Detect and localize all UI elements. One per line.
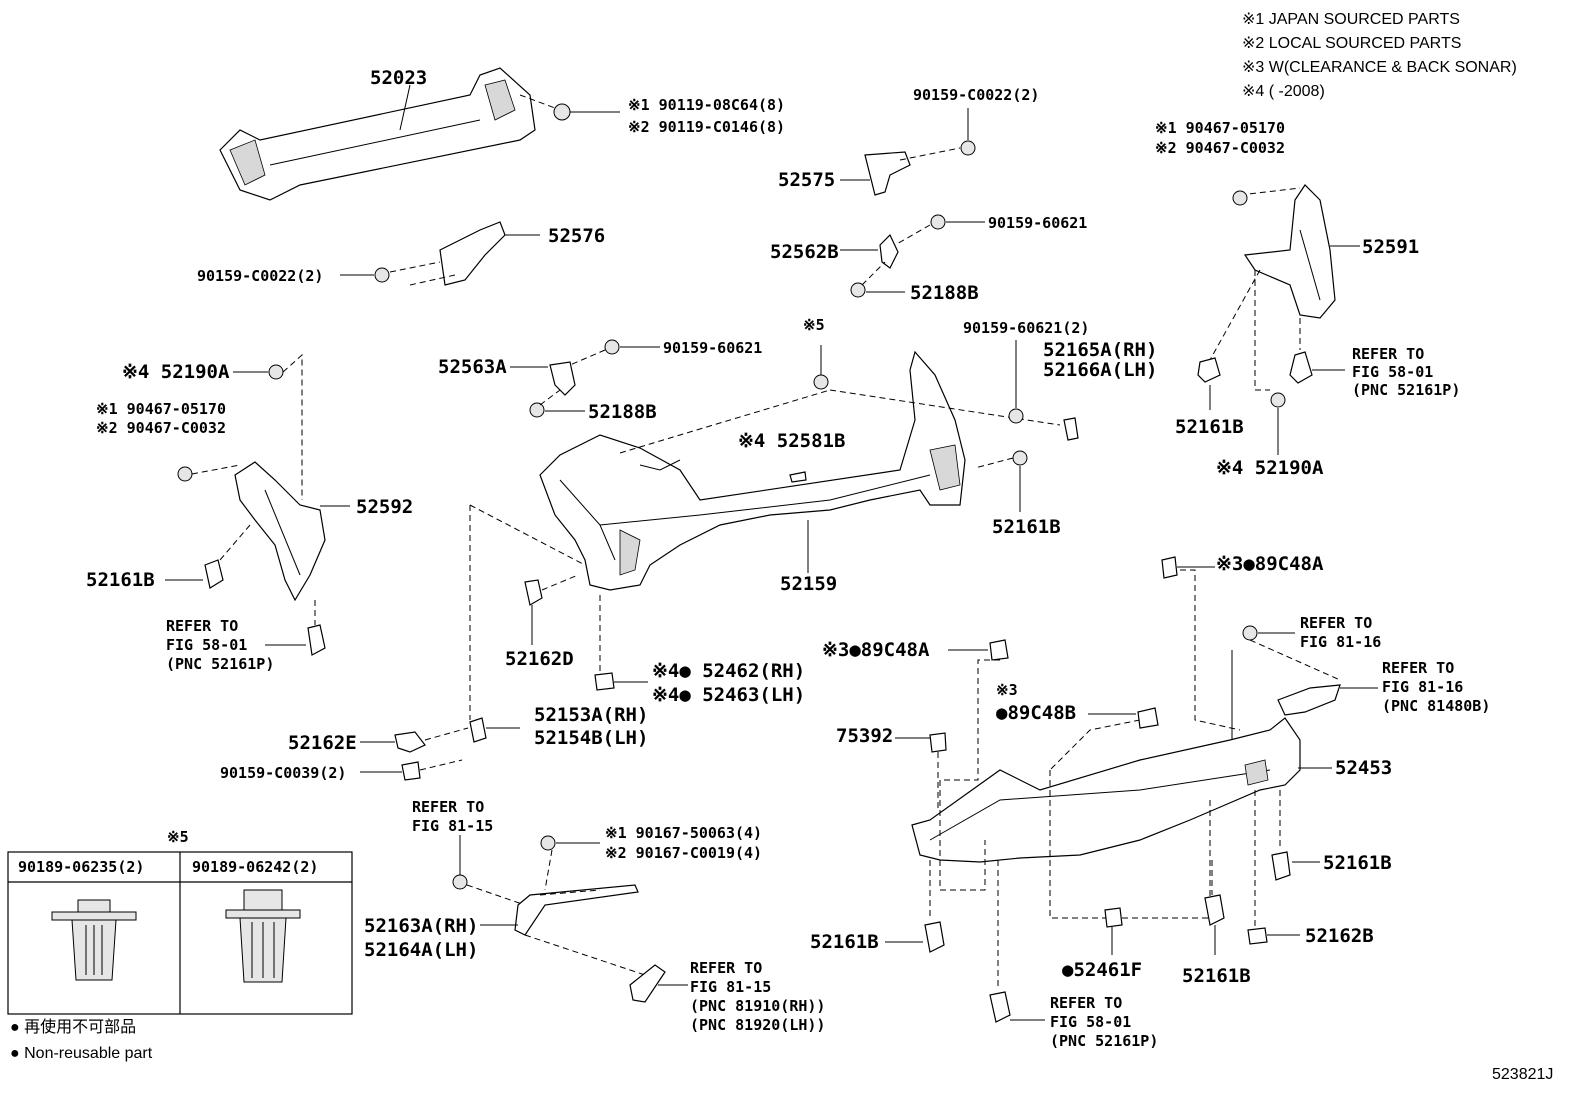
label-52591: 52591 bbox=[1362, 236, 1419, 258]
label-bolt-a-1: ※1 90119-08C64(8) bbox=[628, 96, 785, 114]
label-52153a: 52153A(RH) bbox=[534, 704, 648, 726]
footnote-jp: ● 再使用不可部品 bbox=[10, 1018, 136, 1036]
label-89c48a-right: ※3●89C48A bbox=[1216, 553, 1324, 575]
label-52461f: ●52461F bbox=[1062, 959, 1142, 981]
label-52161b-low-right: 52161B bbox=[1323, 852, 1392, 874]
legend-note-2: ※2 LOCAL SOURCED PARTS bbox=[1242, 35, 1461, 52]
label-52161b-low-left: 52161B bbox=[810, 931, 879, 953]
bracket-52592 bbox=[165, 353, 350, 656]
label-90167-1: ※1 90167-50063(4) bbox=[605, 824, 762, 842]
refer-5801-left-2: FIG 58-01 bbox=[166, 636, 247, 654]
label-52161b-left: 52161B bbox=[86, 569, 155, 591]
label-52190a-right: ※4 52190A bbox=[1216, 457, 1324, 479]
reinforcement-beam-52023 bbox=[219, 67, 620, 201]
label-90159-60621-a: 90159-60621 bbox=[988, 214, 1087, 232]
note3-b: ※3 bbox=[996, 681, 1018, 699]
label-52453: 52453 bbox=[1335, 757, 1392, 779]
legend-note-1: ※1 JAPAN SOURCED PARTS bbox=[1242, 11, 1460, 28]
label-75392: 75392 bbox=[836, 725, 893, 747]
label-52162e: 52162E bbox=[288, 732, 357, 754]
refer-5801-right-2: FIG 58-01 bbox=[1352, 363, 1433, 381]
label-52462: ※4● 52462(RH) bbox=[652, 660, 805, 682]
retainer-group-left bbox=[360, 504, 648, 781]
refer-8116-b-2: FIG 81-16 bbox=[1382, 678, 1463, 696]
label-90159-c0022-top: 90159-C0022(2) bbox=[913, 86, 1039, 104]
legend-notes: ※1 JAPAN SOURCED PARTS ※2 LOCAL SOURCED … bbox=[1242, 11, 1517, 100]
label-52166a: 52166A(LH) bbox=[1043, 359, 1157, 381]
label-90467-left-1: ※1 90467-05170 bbox=[96, 400, 226, 418]
label-52576: 52576 bbox=[548, 225, 605, 247]
label-89c48a-mid: ※3●89C48A bbox=[822, 639, 930, 661]
refer-5801-bottom-3: (PNC 52161P) bbox=[1050, 1032, 1158, 1050]
refer-8116-b-1: REFER TO bbox=[1382, 659, 1454, 677]
label-52161b-mid: 52161B bbox=[992, 516, 1061, 538]
label-52159: 52159 bbox=[780, 573, 837, 595]
legend-note-4: ※4 ( -2008) bbox=[1242, 83, 1325, 100]
refer-5801-right-3: (PNC 52161P) bbox=[1352, 381, 1460, 399]
label-52190a-left: ※4 52190A bbox=[122, 361, 230, 383]
clip-icon-90189-06235 bbox=[51, 899, 137, 981]
refer-5801-left-1: REFER TO bbox=[166, 617, 238, 635]
label-52563a: 52563A bbox=[438, 356, 507, 378]
refer-8116-a-2: FIG 81-16 bbox=[1300, 633, 1381, 651]
refer-8115-a-2: FIG 81-15 bbox=[412, 817, 493, 835]
label-52575: 52575 bbox=[778, 169, 835, 191]
refer-8116-b-3: (PNC 81480B) bbox=[1382, 697, 1490, 715]
refer-5801-right-1: REFER TO bbox=[1352, 345, 1424, 363]
refer-8115-b-1: REFER TO bbox=[690, 959, 762, 977]
refer-8115-a-1: REFER TO bbox=[412, 798, 484, 816]
refer-5801-bottom-2: FIG 58-01 bbox=[1050, 1013, 1131, 1031]
note5-mid: ※5 bbox=[803, 316, 825, 334]
label-90467-left-2: ※2 90467-C0032 bbox=[96, 419, 226, 437]
label-89c48b: ●89C48B bbox=[996, 702, 1076, 724]
bracket-52591 bbox=[1197, 184, 1360, 455]
lower-spoiler-52453 bbox=[885, 556, 1378, 1023]
clip-table-col1: 90189-06235(2) bbox=[18, 858, 144, 876]
label-52562b: 52562B bbox=[770, 241, 839, 263]
refer-8116-a-1: REFER TO bbox=[1300, 614, 1372, 632]
label-52463: ※4● 52463(LH) bbox=[652, 684, 805, 706]
label-52164a: 52164A(LH) bbox=[364, 939, 478, 961]
clip-icon-90189-06242 bbox=[225, 889, 301, 983]
label-90159-c0022-left: 90159-C0022(2) bbox=[197, 267, 323, 285]
refer-8115-b-2: FIG 81-15 bbox=[690, 978, 771, 996]
clip-table-col2: 90189-06242(2) bbox=[192, 858, 318, 876]
figure-id: 523821J bbox=[1492, 1066, 1553, 1083]
clip-table-note: ※5 bbox=[167, 828, 189, 846]
label-90159-60621-b: 90159-60621 bbox=[663, 339, 762, 357]
label-52162b: 52162B bbox=[1305, 925, 1374, 947]
label-90167-2: ※2 90167-C0019(4) bbox=[605, 844, 762, 862]
label-52162d: 52162D bbox=[505, 648, 574, 670]
label-52023: 52023 bbox=[370, 67, 427, 89]
footnote-en: ● Non-reusable part bbox=[10, 1045, 153, 1062]
label-90467-right-2: ※2 90467-C0032 bbox=[1155, 139, 1285, 157]
clip-table: ※5 90189-06235(2) 90189-06242(2) bbox=[7, 828, 353, 1015]
bracket-52562b bbox=[840, 214, 985, 298]
legend-note-3: ※3 W(CLEARANCE & BACK SONAR) bbox=[1242, 59, 1517, 76]
label-52581b: ※4 52581B bbox=[738, 430, 845, 452]
label-bolt-a-2: ※2 90119-C0146(8) bbox=[628, 118, 785, 136]
label-52163a: 52163A(RH) bbox=[364, 915, 478, 937]
label-52188b-top: 52188B bbox=[910, 282, 979, 304]
bracket-52563a bbox=[510, 339, 660, 418]
label-90467-right-1: ※1 90467-05170 bbox=[1155, 119, 1285, 137]
label-52154b: 52154B(LH) bbox=[534, 727, 648, 749]
label-52161b-right: 52161B bbox=[1175, 416, 1244, 438]
label-52592: 52592 bbox=[356, 496, 413, 518]
refer-5801-bottom-1: REFER TO bbox=[1050, 994, 1122, 1012]
bumper-cover-52159 bbox=[539, 340, 1079, 591]
label-90159-c0039: 90159-C0039(2) bbox=[220, 764, 346, 782]
refer-8115-b-4: (PNC 81920(LH)) bbox=[690, 1016, 825, 1034]
label-90159-60621-2: 90159-60621(2) bbox=[963, 319, 1089, 337]
bracket-52576 bbox=[340, 221, 540, 286]
label-52165a: 52165A(RH) bbox=[1043, 339, 1157, 361]
reflector-bracket-52163a bbox=[452, 835, 688, 1003]
refer-5801-left-3: (PNC 52161P) bbox=[166, 655, 274, 673]
label-52161b-bottom: 52161B bbox=[1182, 965, 1251, 987]
bracket-52575 bbox=[840, 108, 976, 196]
label-52188b-mid: 52188B bbox=[588, 401, 657, 423]
refer-8115-b-3: (PNC 81910(RH)) bbox=[690, 997, 825, 1015]
